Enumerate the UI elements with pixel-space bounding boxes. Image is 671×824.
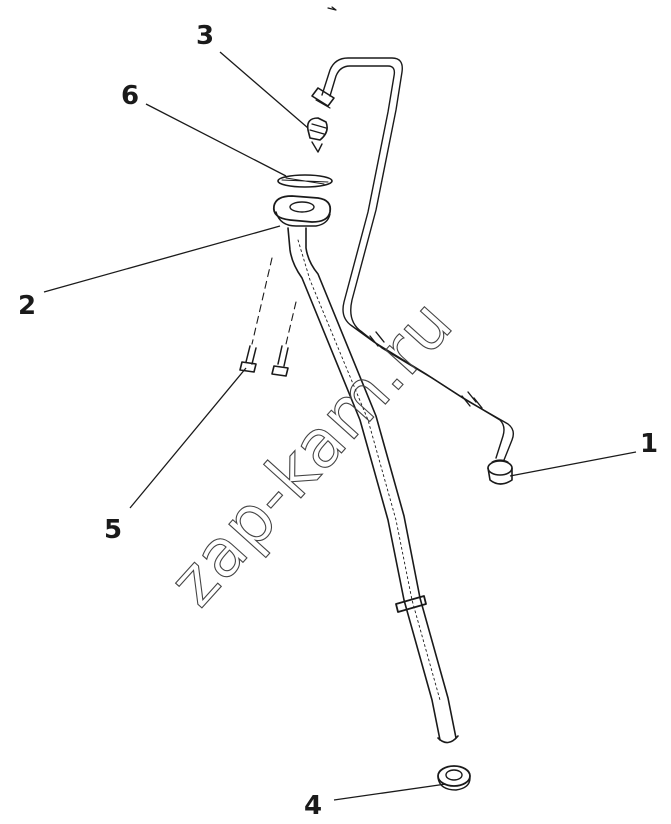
tube-ridge-2 [461, 391, 483, 409]
bolt-axis-left [251, 257, 273, 345]
part-5-bolts [239, 257, 297, 377]
dipstick-tube [287, 227, 459, 744]
leader-lines [43, 51, 637, 801]
tube-clamp [395, 595, 427, 613]
leader-6 [145, 103, 287, 177]
part-2-flange [272, 195, 332, 227]
leader-2 [43, 225, 281, 293]
leader-4 [333, 783, 447, 801]
callout-6: 6 [121, 81, 139, 111]
callout-1: 1 [640, 429, 658, 459]
callout-labels: 3 6 2 5 1 4 [18, 21, 658, 821]
watermark-text: zap-kam.ru [155, 285, 468, 621]
part-4-seal [437, 765, 471, 791]
leader-3 [219, 51, 309, 129]
leader-5 [129, 367, 247, 509]
callout-5: 5 [104, 515, 122, 545]
thin-oil-tube [321, 57, 515, 461]
part-6-gasket [277, 174, 333, 188]
top-mark [327, 6, 337, 11]
part-1-fitting [487, 459, 513, 485]
callout-3: 3 [196, 21, 214, 51]
tube-ridge-1 [369, 331, 385, 347]
part-3-fitting [306, 87, 335, 153]
bolt-axis-right [285, 301, 297, 345]
callout-4: 4 [304, 791, 322, 821]
leader-1 [509, 451, 637, 477]
callout-2: 2 [18, 291, 36, 321]
tube-end [437, 735, 459, 744]
